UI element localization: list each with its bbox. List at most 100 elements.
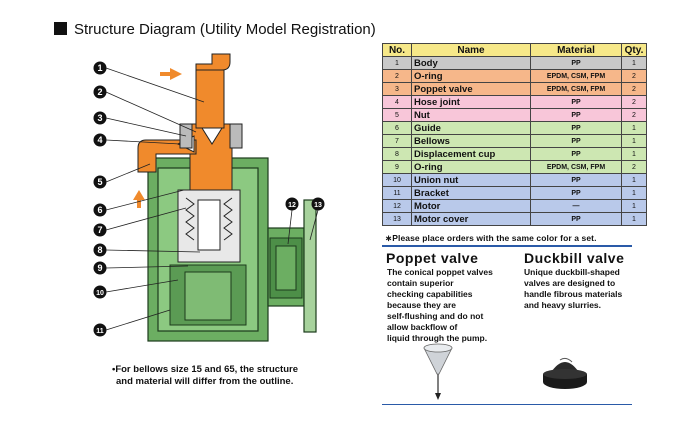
cell-qty: 1	[621, 147, 647, 161]
callout-number: 11	[96, 328, 104, 335]
cell-no: 6	[382, 121, 412, 135]
callout-number: 7	[97, 225, 102, 235]
cell-no: 3	[382, 82, 412, 96]
cell-material: —	[530, 199, 622, 213]
callout-circle	[93, 285, 107, 299]
motor	[269, 237, 303, 299]
callout-number: 8	[97, 245, 102, 255]
duckbill-valve-icon	[543, 357, 587, 389]
cell-material: PP	[530, 121, 622, 135]
callout-circle	[93, 111, 107, 125]
cell-no: 7	[382, 134, 412, 148]
cell-name: Hose joint	[411, 95, 531, 109]
leader-lines	[105, 67, 319, 331]
cell-qty: 1	[621, 173, 647, 187]
callout-circle	[93, 61, 107, 75]
cell-name: Body	[411, 56, 531, 70]
cell-qty: 1	[621, 199, 647, 213]
callout-circle	[285, 197, 299, 211]
cell-name: Guide	[411, 121, 531, 135]
callout-number: 3	[97, 113, 102, 123]
cell-name: Bracket	[411, 186, 531, 200]
cell-material: PP	[530, 108, 622, 122]
cell-name: Union nut	[411, 173, 531, 187]
callout-circle	[93, 243, 107, 257]
cell-no: 2	[382, 69, 412, 83]
cell-name: Motor cover	[411, 212, 531, 226]
cell-no: 12	[382, 199, 412, 213]
callout-circle	[311, 197, 325, 211]
cell-no: 8	[382, 147, 412, 161]
cell-qty: 1	[621, 212, 647, 226]
cell-no: 13	[382, 212, 412, 226]
duckbill-line: valves are designed to	[524, 278, 616, 288]
cell-qty: 1	[621, 121, 647, 135]
cell-material: PP	[530, 134, 622, 148]
bellows-size-note: •For bellows size 15 and 65, the structu…	[112, 364, 298, 387]
callout-number: 4	[97, 135, 102, 145]
callout-circle	[93, 323, 107, 337]
callout-number: 1	[97, 63, 102, 73]
cell-name: Displacement cup	[411, 147, 531, 161]
cell-material: PP	[530, 147, 622, 161]
duckbill-line: and heavy slurries.	[524, 300, 602, 310]
cell-no: 11	[382, 186, 412, 200]
callout-number: 12	[288, 202, 296, 209]
cell-material: PP	[530, 56, 622, 70]
cell-qty: 1	[621, 186, 647, 200]
page-title: Structure Diagram (Utility Model Registr…	[54, 21, 376, 38]
cell-material: PP	[530, 212, 622, 226]
poppet-line: liquid through the pump.	[387, 333, 488, 343]
cell-name: Poppet valve	[411, 82, 531, 96]
cell-qty: 2	[621, 108, 647, 122]
callout-circle	[93, 175, 107, 189]
poppet-title: Poppet valve	[386, 250, 479, 266]
cell-qty: 1	[621, 56, 647, 70]
callout-number: 5	[97, 177, 102, 187]
callout-number: 2	[97, 87, 102, 97]
cell-material: EPDM, CSM, FPM	[530, 69, 622, 83]
cell-qty: 2	[621, 69, 647, 83]
flow-arrows	[133, 68, 182, 208]
cell-material: PP	[530, 173, 622, 187]
poppet-line: allow backflow of	[387, 322, 458, 332]
poppet-line: contain superior	[387, 278, 454, 288]
cell-qty: 2	[621, 160, 647, 174]
cell-material: PP	[530, 186, 622, 200]
cell-no: 5	[382, 108, 412, 122]
callout-number: 13	[314, 202, 322, 209]
cell-name: Nut	[411, 108, 531, 122]
duckbill-title: Duckbill valve	[524, 250, 625, 266]
parts-table-header: No. Name Material Qty.	[382, 43, 647, 57]
cell-qty: 2	[621, 82, 647, 96]
divider-top	[382, 245, 632, 247]
callout-circle	[93, 223, 107, 237]
cell-material: PP	[530, 95, 622, 109]
callout-number: 9	[97, 263, 102, 273]
poppet-line: checking capabilities	[387, 289, 473, 299]
cell-name: O-ring	[411, 69, 531, 83]
poppet-valve-icon	[423, 343, 453, 400]
callout-circle	[93, 261, 107, 275]
duckbill-line: Unique duckbill-shaped	[524, 267, 620, 277]
cell-name: O-ring	[411, 160, 531, 174]
poppet-line: because they are	[387, 300, 456, 310]
callout-number: 6	[97, 205, 102, 215]
